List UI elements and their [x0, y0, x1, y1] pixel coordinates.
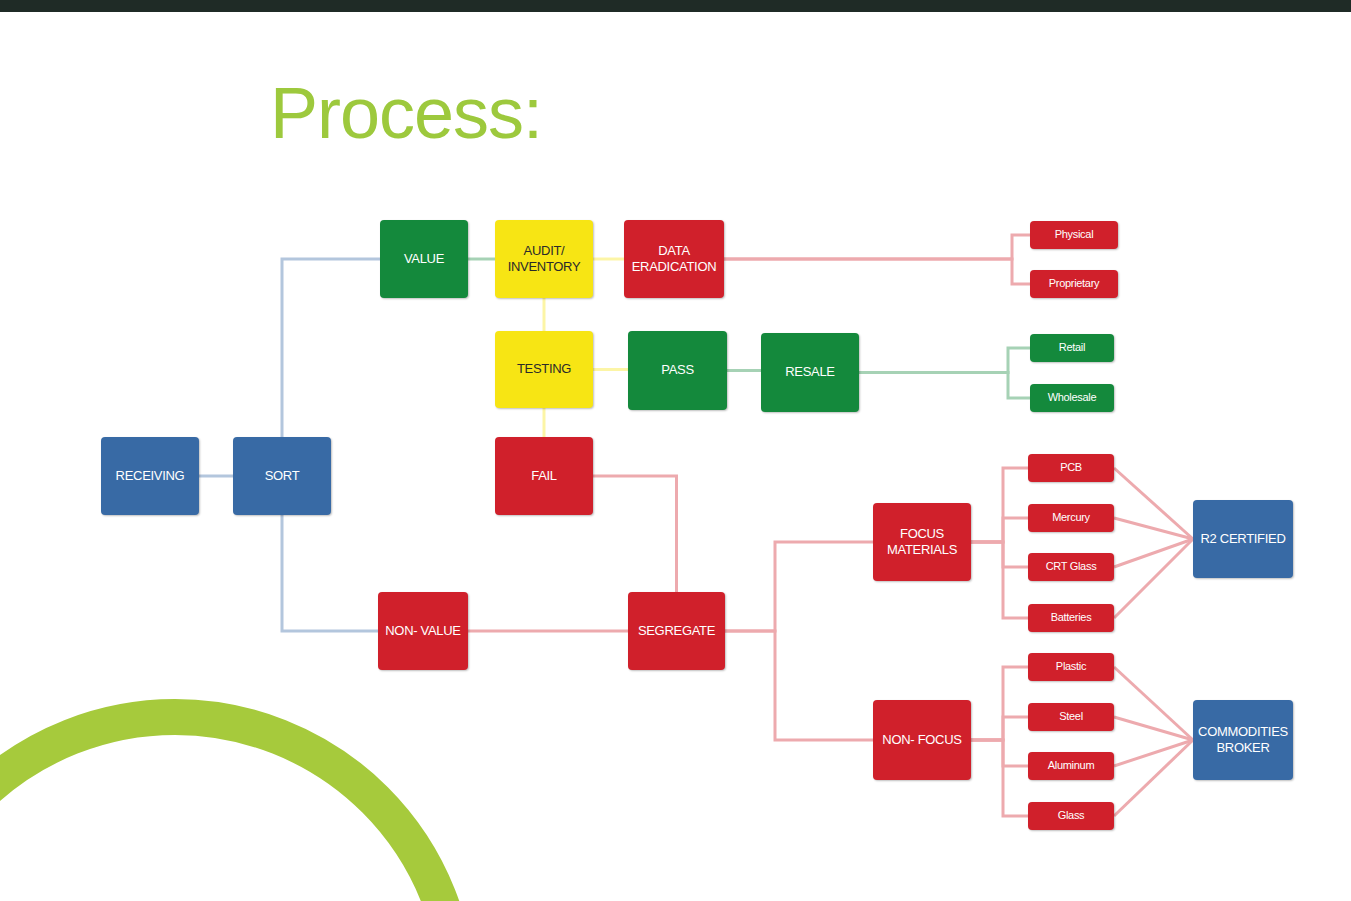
material-box: Proprietary [1030, 270, 1118, 298]
connector [1114, 740, 1193, 816]
material-box: Physical [1030, 221, 1118, 249]
connector [727, 369, 761, 372]
box-label: SEGREGATE [638, 623, 715, 639]
connector [971, 518, 1028, 542]
box-label: NON- VALUE [385, 623, 461, 639]
connector [971, 740, 1028, 766]
material-box: PCB [1028, 454, 1114, 482]
connector [1114, 518, 1193, 539]
process-box: SORT [233, 437, 331, 515]
box-label: FAIL [531, 468, 557, 484]
connector [859, 373, 1030, 399]
box-label: VALUE [404, 251, 444, 267]
box-label: FOCUS MATERIALS [877, 526, 967, 559]
material-box: Plastic [1028, 653, 1114, 681]
process-box: FAIL [495, 437, 593, 515]
box-label: RECEIVING [116, 468, 185, 484]
box-label: Mercury [1052, 511, 1090, 525]
material-box: Batteries [1028, 604, 1114, 632]
material-box: CRT Glass [1028, 553, 1114, 581]
connector [859, 348, 1030, 373]
connector [1114, 717, 1193, 740]
process-box: AUDIT/ INVENTORY [495, 220, 593, 298]
box-label: NON- FOCUS [882, 732, 961, 748]
process-box: VALUE [380, 220, 468, 298]
box-label: Physical [1055, 228, 1094, 242]
connector [593, 368, 628, 371]
box-label: Wholesale [1048, 391, 1097, 405]
box-label: Plastic [1056, 660, 1086, 674]
process-box: R2 CERTIFIED [1193, 500, 1293, 578]
connector [724, 235, 1030, 259]
box-label: AUDIT/ INVENTORY [499, 243, 589, 276]
process-box: SEGREGATE [628, 592, 725, 670]
box-label: PASS [661, 362, 694, 378]
connector [1114, 667, 1193, 740]
connector [593, 476, 677, 592]
box-label: DATA ERADICATION [628, 243, 720, 276]
process-box: RECEIVING [101, 437, 199, 515]
box-label: RESALE [785, 364, 835, 380]
connector [1114, 539, 1193, 567]
material-box: Glass [1028, 802, 1114, 830]
box-label: COMMODITIES BROKER [1197, 724, 1289, 757]
connector [468, 630, 628, 633]
connector [725, 542, 873, 631]
process-box: NON- VALUE [378, 592, 468, 670]
green-arc [0, 717, 458, 901]
connector [468, 258, 495, 261]
box-label: Retail [1059, 341, 1085, 355]
connector [971, 717, 1028, 740]
material-box: Retail [1030, 334, 1114, 362]
top-banner [0, 0, 1351, 12]
box-label: Aluminum [1048, 759, 1095, 773]
process-box: COMMODITIES BROKER [1193, 700, 1293, 780]
connector [543, 298, 546, 331]
box-label: Proprietary [1049, 277, 1100, 291]
process-box: NON- FOCUS [873, 700, 971, 780]
connector [971, 542, 1028, 567]
box-label: Glass [1058, 809, 1085, 823]
material-box: Mercury [1028, 504, 1114, 532]
connector [543, 408, 546, 437]
box-label: SORT [265, 468, 300, 484]
connector [724, 259, 1030, 284]
box-label: CRT Glass [1046, 560, 1097, 574]
box-label: PCB [1060, 461, 1082, 475]
connector [971, 468, 1028, 542]
connector [971, 542, 1028, 618]
connector [282, 259, 380, 437]
connector [1114, 468, 1193, 539]
process-box: TESTING [495, 331, 593, 408]
material-box: Wholesale [1030, 384, 1114, 412]
process-box: RESALE [761, 333, 859, 412]
page-title: Process: [270, 72, 542, 154]
connector [971, 740, 1028, 816]
box-label: Steel [1059, 710, 1083, 724]
process-box: PASS [628, 331, 727, 410]
box-label: TESTING [517, 361, 571, 377]
connector [282, 515, 378, 631]
connector [199, 475, 233, 478]
connector [1114, 539, 1193, 618]
process-box: FOCUS MATERIALS [873, 503, 971, 581]
material-box: Aluminum [1028, 752, 1114, 780]
process-box: DATA ERADICATION [624, 220, 724, 298]
connector [971, 667, 1028, 740]
box-label: R2 CERTIFIED [1200, 531, 1285, 547]
connector [593, 258, 624, 261]
material-box: Steel [1028, 703, 1114, 731]
connector [725, 631, 873, 740]
box-label: Batteries [1051, 611, 1092, 625]
